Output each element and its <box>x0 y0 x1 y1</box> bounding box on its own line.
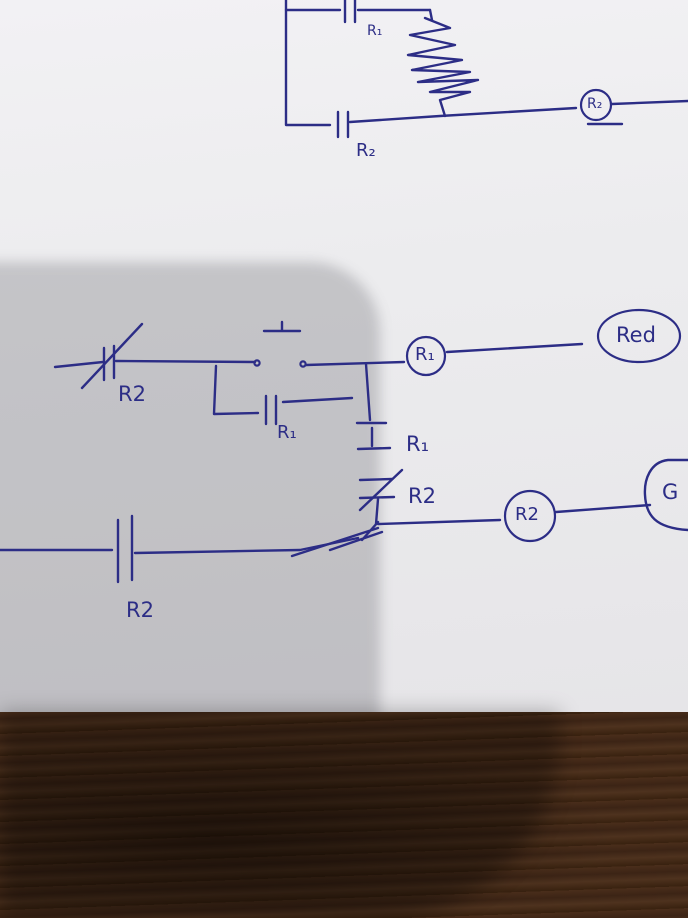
table-shadow <box>0 712 560 918</box>
top-left-rail <box>284 0 332 127</box>
rung2-junction-wire <box>376 518 502 526</box>
label-contact-r1: R₁ <box>406 432 430 456</box>
junction-scribble <box>290 520 384 558</box>
label-coil-r2: R2 <box>515 504 539 525</box>
coil-r1-to-red <box>445 342 584 354</box>
label-top-r1: R₁ <box>367 23 383 39</box>
lamp-g <box>643 458 688 532</box>
top-lower-wire <box>348 106 578 124</box>
label-coil-r1: R₁ <box>415 344 435 365</box>
label-nc-r2-left: R2 <box>118 382 146 406</box>
rung-1 <box>53 308 682 426</box>
rung1-left-wire <box>53 360 105 369</box>
contact-r2-stem <box>374 497 380 526</box>
rung-2 <box>0 458 688 584</box>
wooden-table <box>0 712 688 918</box>
hold-branch-left <box>212 364 260 416</box>
label-hold-r1: R₁ <box>277 422 297 443</box>
coil-r2-to-g <box>554 503 652 514</box>
vertical-contacts <box>355 421 502 526</box>
pushbutton-top <box>262 320 302 333</box>
contact-r2-top-plate <box>358 477 394 482</box>
coil-r2 <box>503 489 557 543</box>
hand-shadow <box>0 262 380 732</box>
coil-r1 <box>405 335 447 377</box>
top-scribble <box>406 16 480 118</box>
contact-r2-slash <box>358 468 404 512</box>
top-contact-r2 <box>336 110 350 139</box>
lamp-red <box>596 308 682 364</box>
pushbutton-left-terminal <box>253 359 261 367</box>
label-lamp-g: G <box>662 480 679 504</box>
nc-contact-r2-slash <box>80 322 144 390</box>
contact-r2-bottom <box>116 514 134 584</box>
hold-branch-right <box>281 362 372 422</box>
rung1-wire-to-coil <box>304 360 406 367</box>
top-partial-circuit <box>284 0 688 139</box>
label-top-r2: R₂ <box>356 140 376 161</box>
hold-contact-r1 <box>264 394 278 426</box>
top-scribble-side <box>428 8 434 22</box>
pushbutton-right-terminal <box>299 360 307 368</box>
top-coil-wire <box>610 99 688 106</box>
label-bottom-r2: R2 <box>126 598 154 622</box>
contact-r1-bottom-plate <box>356 446 392 451</box>
label-lamp-red: Red <box>616 323 656 347</box>
rung1-wire-to-pb <box>114 359 257 364</box>
label-contact-r2: R2 <box>408 484 436 508</box>
contact-r2-bottom-plate <box>358 495 396 500</box>
label-top-coil-r2: R₂ <box>587 96 603 112</box>
top-coil-r2 <box>579 88 613 122</box>
top-contact-upper <box>343 0 357 24</box>
